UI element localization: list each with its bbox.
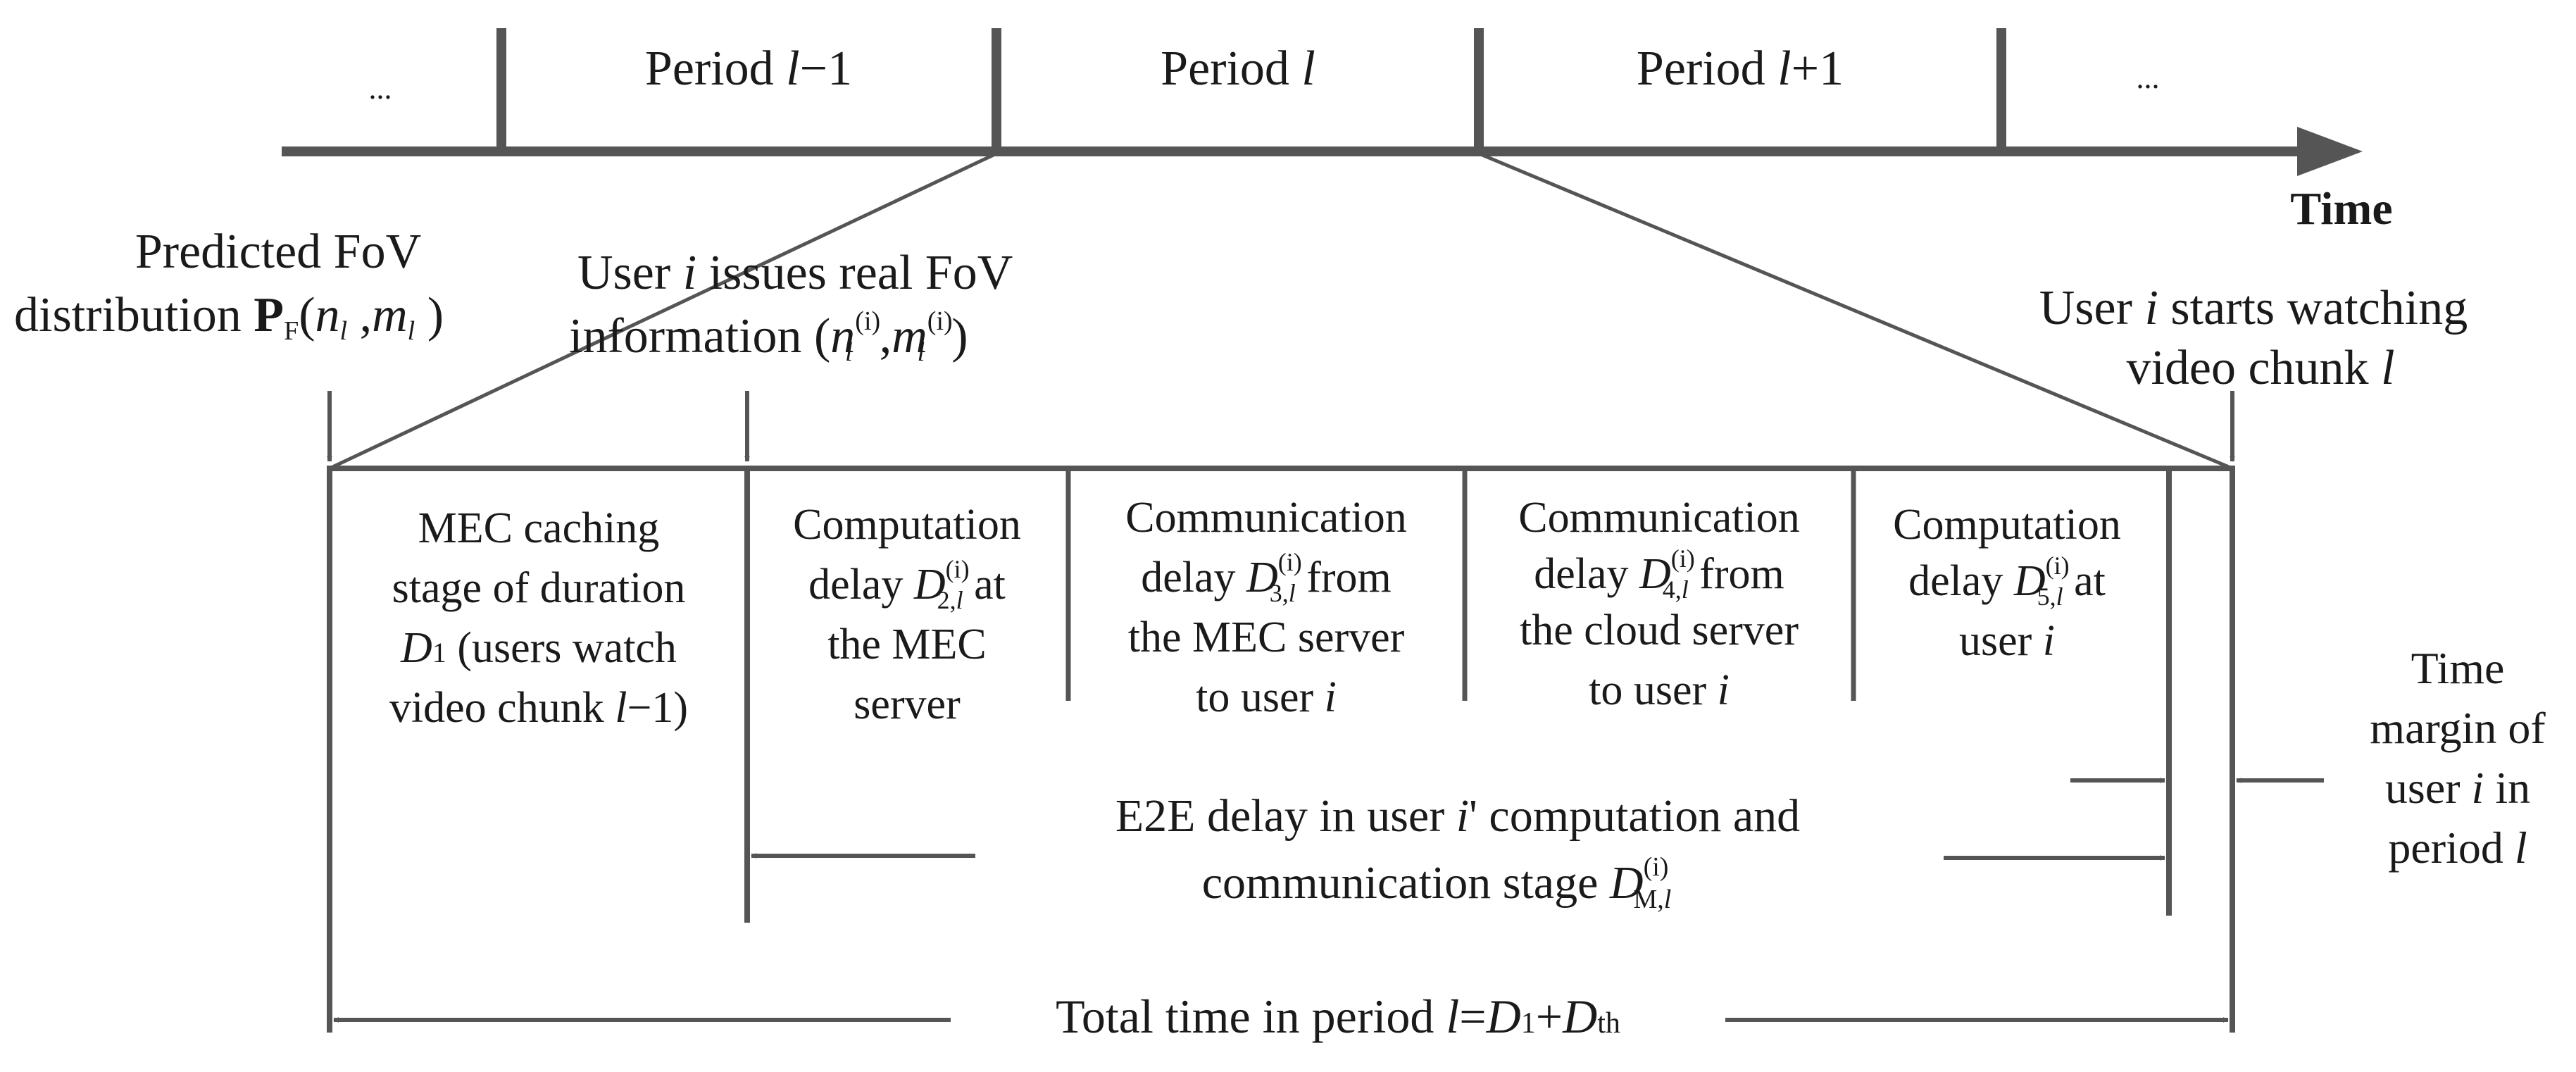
comp-user-line2: delay D(i)5,l at	[1908, 551, 2106, 611]
comm-mec-line1: Communication	[1125, 494, 1407, 542]
comp-mec-line3: the MEC	[827, 621, 987, 668]
comm-cloud-line1: Communication	[1518, 494, 1800, 542]
time-margin-line1: Time	[2411, 643, 2505, 693]
comm-cloud-line4: to user i	[1589, 666, 1730, 714]
stage-computation-mec: Computation delay D(i)2,l at the MEC ser…	[793, 501, 1021, 728]
period-label-previous: Period l−1	[645, 42, 852, 96]
comp-user-line3: user i	[1959, 617, 2055, 665]
period-label-next: Period l+1	[1637, 42, 1844, 96]
start-watching-line2: video chunk l	[2126, 341, 2394, 395]
stage-communication-cloud: Communication delay D(i)4,l from the clo…	[1518, 494, 1800, 714]
start-watching-annotation: User i starts watching video chunk l	[2039, 281, 2468, 395]
comp-mec-line4: server	[854, 680, 961, 728]
e2e-line1: E2E delay in user i' computation and	[1115, 790, 1800, 842]
e2e-arrows	[751, 853, 2165, 861]
e2e-delay-annotation: E2E delay in user i' computation and com…	[1115, 790, 1800, 914]
predicted-fov-annotation: Predicted FoV distribution PF(nl ,ml )	[14, 225, 444, 346]
comp-mec-line2: delay D(i)2,l at	[808, 555, 1006, 614]
predicted-fov-line2: distribution PF(nl ,ml )	[14, 288, 444, 346]
comm-cloud-line2: delay D(i)4,l from	[1534, 544, 1784, 604]
mec-caching-line2: stage of duration	[392, 564, 686, 612]
time-margin-line4: period l	[2388, 823, 2527, 873]
comp-user-line1: Computation	[1893, 501, 2121, 549]
total-time-label: Total time in period l=D1+Dth	[1056, 990, 1620, 1043]
time-margin-annotation: Time margin of user i in period l	[2370, 643, 2546, 873]
expanded-period	[327, 466, 2235, 1033]
time-axis-arrowhead	[2297, 127, 2363, 176]
time-axis-label: Time	[2290, 183, 2392, 235]
real-fov-annotation: User i issues real FoV information (n(i)…	[569, 246, 1013, 367]
time-margin-line3: user i in	[2385, 763, 2530, 813]
real-fov-line2: information (n(i)l,m(i)l)	[569, 306, 968, 367]
comm-cloud-line3: the cloud server	[1520, 606, 1799, 654]
predicted-fov-line1: Predicted FoV	[135, 225, 421, 279]
start-watching-line1: User i starts watching	[2039, 281, 2468, 335]
stage-computation-user: Computation delay D(i)5,l at user i	[1893, 501, 2121, 665]
period-label-current: Period l	[1161, 42, 1315, 96]
stage-mec-caching: MEC caching stage of duration D1 (users …	[389, 504, 688, 732]
zoom-lines	[328, 151, 2233, 470]
e2e-line2: communication stage D(i)M,l	[1202, 852, 1672, 914]
comp-mec-line1: Computation	[793, 501, 1021, 549]
stage-communication-mec: Communication delay D(i)3,l from the MEC…	[1125, 494, 1407, 721]
ellipsis-left: ...	[369, 71, 392, 106]
mec-caching-line1: MEC caching	[418, 504, 660, 552]
mec-caching-line4: video chunk l−1)	[389, 684, 688, 732]
comm-mec-line2: delay D(i)3,l from	[1141, 548, 1392, 607]
event-arrows	[327, 391, 2235, 462]
zoom-line-right	[1478, 151, 2233, 470]
comm-mec-line3: the MEC server	[1128, 613, 1405, 661]
mec-caching-line3: D1 (users watch	[400, 624, 677, 672]
real-fov-line1: User i issues real FoV	[577, 246, 1013, 300]
zoom-line-left	[328, 151, 998, 470]
ellipsis-right: ...	[2137, 61, 2160, 95]
time-margin-line2: margin of	[2370, 703, 2546, 753]
comm-mec-line4: to user i	[1196, 673, 1337, 721]
timeline	[282, 28, 2363, 176]
